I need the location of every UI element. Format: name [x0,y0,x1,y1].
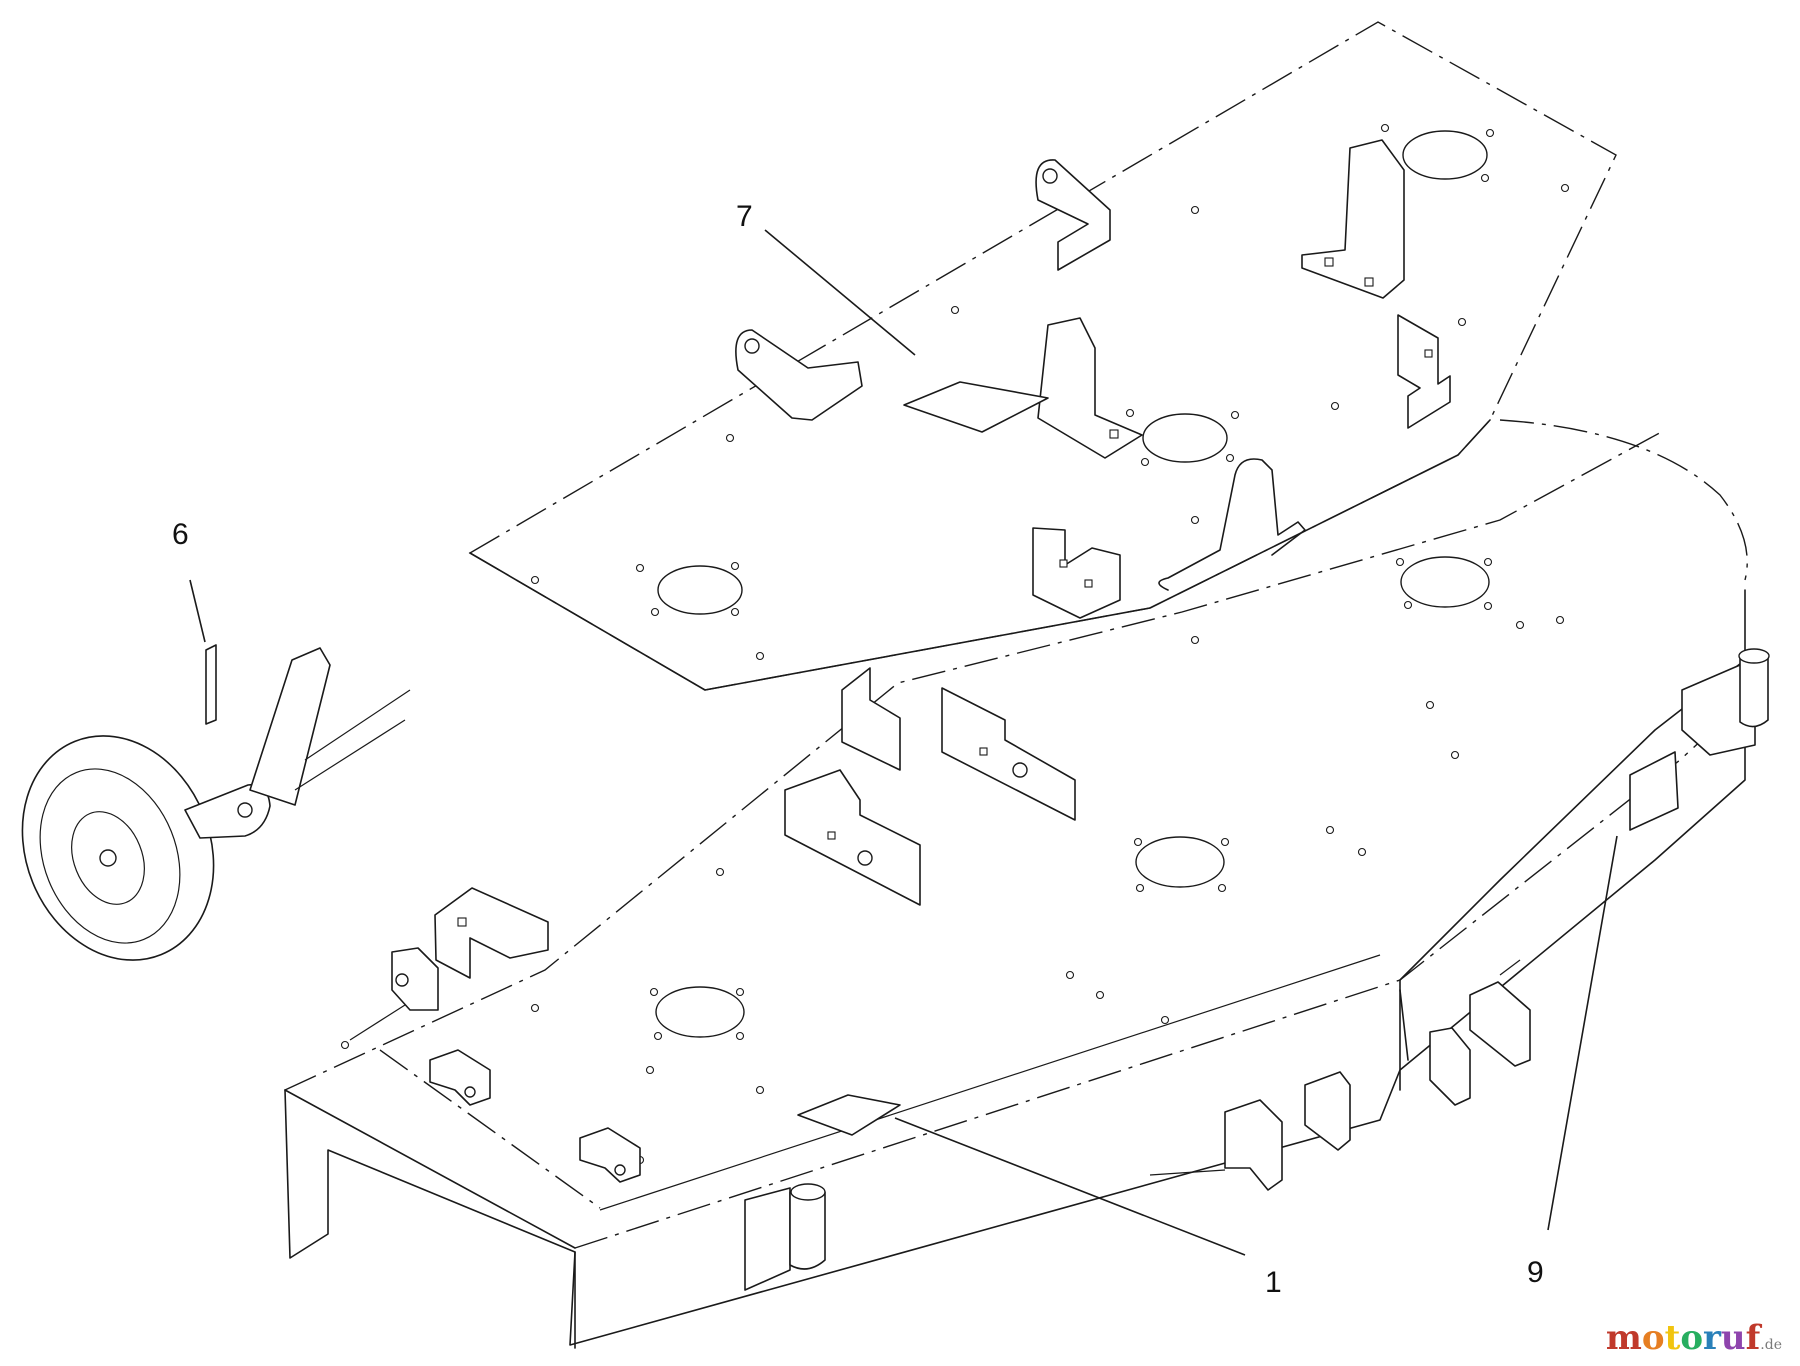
front-pivot-post [744,1183,826,1291]
front-small-brackets [429,1049,641,1183]
lower-deck-bolts [340,557,1565,1165]
watermark-letter: r [1703,1318,1721,1358]
decal-item-9 [1629,751,1679,831]
rear-bracket-set [1149,959,1531,1191]
left-mount-bracket [349,887,549,1041]
watermark-letter: f [1745,1318,1761,1358]
lower-deck-housing [284,419,1748,1349]
gauge-wheel-assembly [21,644,411,961]
upper-bracket-left [735,329,863,421]
watermark-letter: o [1641,1318,1665,1358]
decal-item-6 [205,644,217,725]
spindle-hole [657,565,743,615]
right-pivot-post [1629,648,1770,831]
callout-7: 7 [736,200,753,233]
watermark-main: motoruf [1606,1318,1760,1358]
upper-pulley-support [1037,317,1143,459]
upper-right-support [1301,139,1405,299]
watermark-letter: t [1664,1318,1681,1358]
spindle-hole [1142,413,1228,463]
watermark-tld: .de [1760,1337,1782,1353]
callout-1: 1 [1265,1266,1282,1299]
watermark-letter: o [1680,1318,1703,1358]
upper-spring-rod [1158,458,1306,591]
upper-deck-plate [468,21,1617,691]
lower-deck-spindle-holes [655,556,1490,1038]
watermark-letter: u [1720,1318,1746,1358]
watermark-letter: m [1605,1318,1642,1358]
watermark-logo: motoruf.de [1606,1318,1782,1358]
upper-channel-bracket [1032,527,1121,619]
decal-item-7 [903,381,1049,433]
upper-bracket-mid [1035,159,1111,271]
upper-small-bracket [1397,314,1451,429]
leader-lines [189,229,1618,1256]
callout-9: 9 [1527,1256,1544,1289]
callout-6: 6 [172,518,189,551]
center-hanger-brackets [784,667,1076,906]
upper-plate-bolts [530,123,1570,661]
decal-item-1 [797,1094,901,1136]
spindle-hole [1402,130,1488,180]
